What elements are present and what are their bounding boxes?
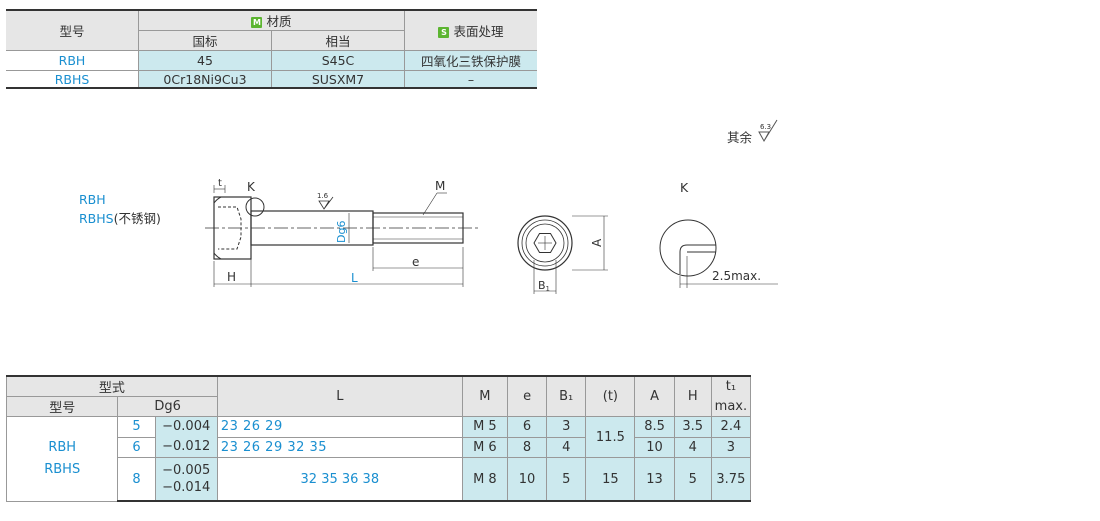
M-value: M 6 xyxy=(461,436,508,458)
H-value: 4 xyxy=(673,436,712,458)
svg-text:K: K xyxy=(247,180,256,194)
end-view-drawing: A B1 xyxy=(517,215,608,294)
col-standard-header: 国标 xyxy=(137,30,272,51)
detail-k-drawing: 2.5max. xyxy=(659,219,778,288)
equivalent-cell: SUSXM7 xyxy=(270,70,405,89)
svg-text:M: M xyxy=(435,179,445,193)
standard-cell: 45 xyxy=(137,50,272,71)
col-M-header: M xyxy=(461,375,508,417)
table-row: RBHS 0Cr18Ni9Cu3 SUSXM7 – xyxy=(6,70,537,89)
model-label-rbhs: RBHS(不锈钢) xyxy=(79,211,161,226)
roughness-note: 其余 xyxy=(727,130,753,145)
tolerance-cell: −0.005−0.014 xyxy=(154,457,218,502)
surface-badge-icon: S xyxy=(438,27,450,38)
col-model-header: 型号 xyxy=(5,396,119,417)
col-equivalent-header: 相当 xyxy=(270,30,405,51)
t1-value: 3.75 xyxy=(710,457,752,502)
table-row: 6 23 26 29 32 35 M 6 8 4 10 4 3 xyxy=(7,436,752,458)
svg-text:2.5max.: 2.5max. xyxy=(712,269,761,283)
A-value: 8.5 xyxy=(634,416,675,438)
material-badge-icon: M xyxy=(251,17,263,28)
model-cell: RBHS xyxy=(6,70,139,89)
svg-text:Dg6: Dg6 xyxy=(335,221,348,243)
L-values: 23 26 29 xyxy=(216,416,463,438)
A-value: 10 xyxy=(634,436,675,458)
dg6-value: 5 xyxy=(117,416,156,438)
t-value: 11.5 xyxy=(585,416,636,458)
B1-value: 3 xyxy=(546,416,587,438)
col-H-header: H xyxy=(673,375,712,417)
M-value: M 8 xyxy=(461,457,508,502)
t1-value: 3 xyxy=(710,436,752,458)
svg-text:6.3: 6.3 xyxy=(760,123,771,131)
col-A-header: A xyxy=(634,375,675,417)
surface-cell: – xyxy=(403,70,537,89)
t1-value: 2.4 xyxy=(710,416,752,438)
col-t-header: (t) xyxy=(585,375,636,417)
table-row: RBH 45 S45C 四氧化三铁保护膜 xyxy=(6,50,537,71)
e-value: 8 xyxy=(506,436,548,458)
B1-value: 5 xyxy=(546,457,587,502)
col-e-header: e xyxy=(506,375,548,417)
B1-value: 4 xyxy=(546,436,587,458)
M-value: M 5 xyxy=(461,416,508,438)
table-row: 8 −0.005−0.014 32 35 36 38 M 8 10 5 15 1… xyxy=(7,457,752,502)
H-value: 3.5 xyxy=(673,416,712,438)
standard-cell: 0Cr18Ni9Cu3 xyxy=(137,70,272,89)
L-values: 32 35 36 38 xyxy=(216,457,463,502)
model-label-rbh: RBH xyxy=(79,192,106,207)
col-t1-max-header: max. xyxy=(710,396,752,417)
dg6-value: 8 xyxy=(117,457,156,502)
detail-k-title: K xyxy=(680,180,689,195)
roughness-symbol-icon: 6.3 xyxy=(758,119,778,143)
svg-text:L: L xyxy=(351,271,358,285)
dg6-value: 6 xyxy=(117,436,156,458)
surface-cell: 四氧化三铁保护膜 xyxy=(403,50,537,71)
col-type-header: 型式 xyxy=(6,375,218,397)
side-view-drawing: K t 1.6 M Dg6 e H L xyxy=(205,178,480,287)
col-B1-header: B₁ xyxy=(546,375,587,417)
equivalent-cell: S45C xyxy=(270,50,405,71)
H-value: 5 xyxy=(673,457,712,502)
col-L-header: L xyxy=(216,375,463,417)
col-model-header: 型号 xyxy=(6,9,139,51)
L-values: 23 26 29 32 35 xyxy=(216,436,463,458)
svg-text:1.6: 1.6 xyxy=(317,192,329,200)
svg-text:A: A xyxy=(590,238,604,247)
svg-text:e: e xyxy=(412,255,419,269)
svg-text:t: t xyxy=(218,178,222,189)
svg-text:H: H xyxy=(227,270,236,284)
e-value: 6 xyxy=(506,416,548,438)
tolerance-cell: −0.004−0.012 xyxy=(154,416,218,458)
model-cell: RBH xyxy=(6,50,139,71)
t-value: 15 xyxy=(585,457,636,502)
col-t1-header: t₁ xyxy=(710,375,752,397)
A-value: 13 xyxy=(634,457,675,502)
svg-text:B1: B1 xyxy=(538,279,550,293)
col-dg6-header: Dg6 xyxy=(117,396,218,417)
e-value: 10 xyxy=(506,457,548,502)
